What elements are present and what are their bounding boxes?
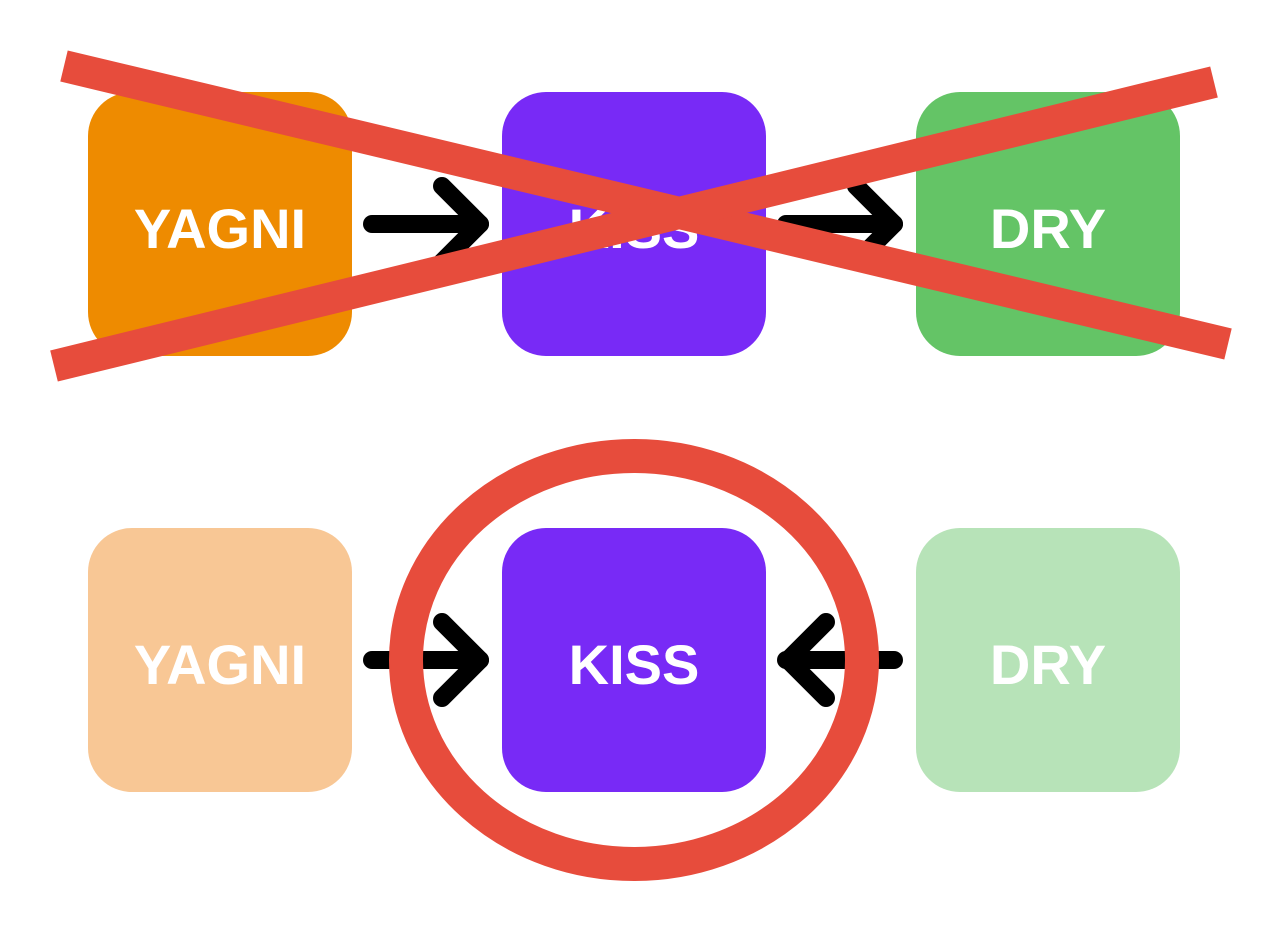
bottom-dry-box [916,528,1180,792]
cross-out-mark [50,50,1232,382]
arrow-yagni-to-kiss-bottom [363,613,489,707]
top-yagni-label: YAGNI [134,197,306,260]
top-yagni-box [88,92,352,356]
bottom-kiss-box [502,528,766,792]
cross-line-2 [50,66,1218,382]
bottom-dry-label: DRY [990,633,1106,696]
top-row: YAGNI KISS DRY [50,50,1232,382]
highlight-circle [389,439,879,881]
top-dry-label: DRY [990,197,1106,260]
bottom-yagni-label: YAGNI [134,633,306,696]
bottom-kiss-label: KISS [569,633,700,696]
bottom-yagni-box [88,528,352,792]
arrow-yagni-to-kiss [363,177,489,271]
bottom-row: YAGNI KISS DRY [88,439,1180,881]
